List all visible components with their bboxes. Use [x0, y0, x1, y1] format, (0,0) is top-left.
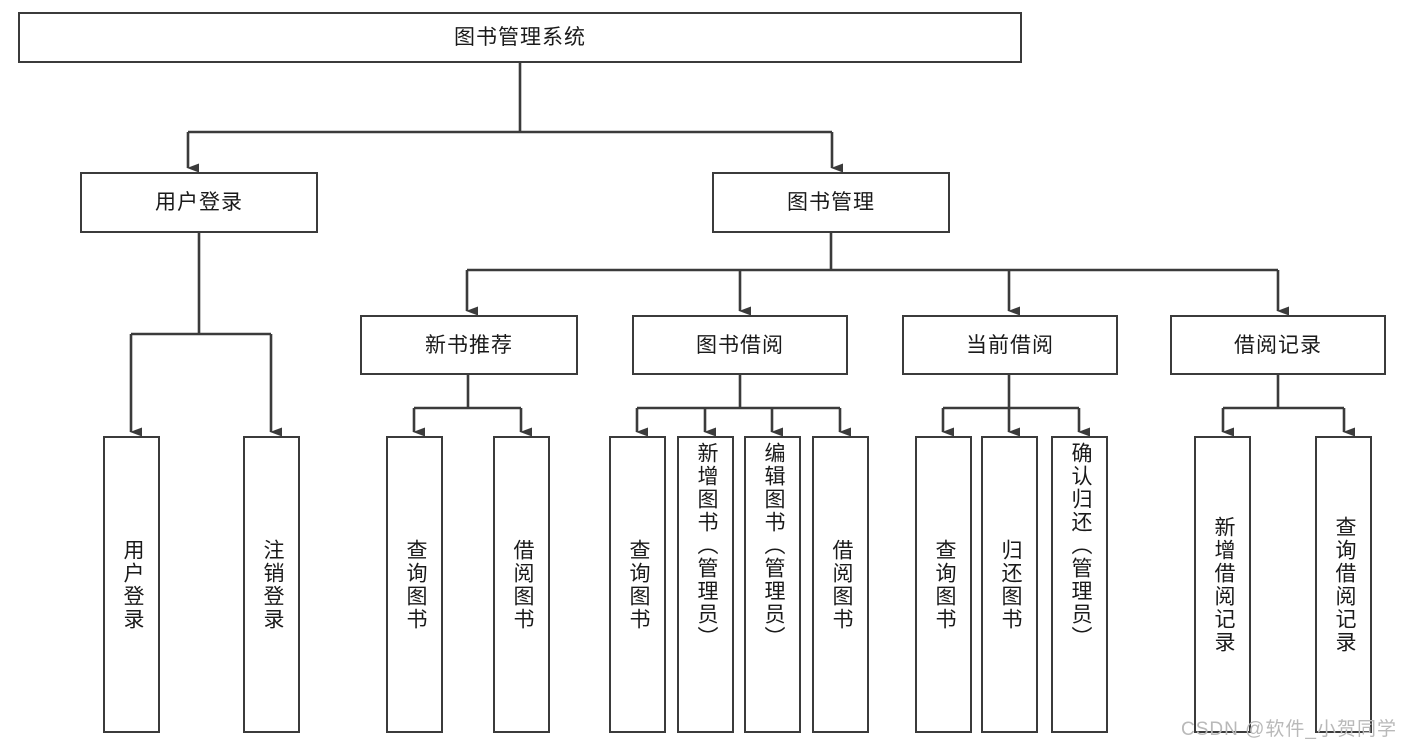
leaf-confirm-return-label: 确认归还（管理员） [1068, 442, 1092, 649]
node-current-borrow[interactable]: 当前借阅 [902, 315, 1118, 375]
leaf-query-book-1[interactable]: 查询图书 [386, 436, 443, 733]
leaf-user-logout[interactable]: 注销登录 [243, 436, 300, 733]
leaf-borrow-book-2[interactable]: 借阅图书 [812, 436, 869, 733]
leaf-user-login[interactable]: 用户登录 [103, 436, 160, 733]
node-book-management-label: 图书管理 [787, 191, 875, 214]
csdn-watermark: CSDN @软件_小贺同学 [1181, 719, 1397, 740]
node-user-login[interactable]: 用户登录 [80, 172, 318, 233]
node-current-borrow-label: 当前借阅 [966, 333, 1054, 357]
leaf-edit-book[interactable]: 编辑图书（管理员） [744, 436, 801, 733]
leaf-edit-book-label: 编辑图书（管理员） [761, 442, 785, 649]
leaf-confirm-return[interactable]: 确认归还（管理员） [1051, 436, 1108, 733]
leaf-borrow-book-1[interactable]: 借阅图书 [493, 436, 550, 733]
leaf-query-record-label: 查询借阅记录 [1332, 515, 1356, 654]
leaf-user-logout-label: 注销登录 [260, 538, 284, 631]
leaf-add-record[interactable]: 新增借阅记录 [1194, 436, 1251, 733]
node-book-borrow[interactable]: 图书借阅 [632, 315, 848, 375]
leaf-query-book-2[interactable]: 查询图书 [609, 436, 666, 733]
leaf-add-record-label: 新增借阅记录 [1211, 515, 1235, 654]
leaf-return-book-label: 归还图书 [998, 538, 1022, 631]
leaf-borrow-book-1-label: 借阅图书 [510, 538, 534, 631]
leaf-query-book-2-label: 查询图书 [626, 538, 650, 631]
node-book-borrow-label: 图书借阅 [696, 333, 784, 357]
leaf-add-book-label: 新增图书（管理员） [694, 442, 718, 649]
leaf-user-login-label: 用户登录 [120, 538, 144, 631]
node-root[interactable]: 图书管理系统 [18, 12, 1022, 63]
node-book-management[interactable]: 图书管理 [712, 172, 950, 233]
node-borrow-record[interactable]: 借阅记录 [1170, 315, 1386, 375]
node-borrow-record-label: 借阅记录 [1234, 333, 1322, 357]
leaf-borrow-book-2-label: 借阅图书 [829, 538, 853, 631]
leaf-return-book[interactable]: 归还图书 [981, 436, 1038, 733]
node-new-book-recommend-label: 新书推荐 [425, 333, 513, 357]
leaf-query-book-1-label: 查询图书 [403, 538, 427, 631]
leaf-query-book-3-label: 查询图书 [932, 538, 956, 631]
leaf-add-book[interactable]: 新增图书（管理员） [677, 436, 734, 733]
leaf-query-book-3[interactable]: 查询图书 [915, 436, 972, 733]
leaf-query-record[interactable]: 查询借阅记录 [1315, 436, 1372, 733]
node-user-login-label: 用户登录 [155, 191, 243, 214]
node-new-book-recommend[interactable]: 新书推荐 [360, 315, 578, 375]
node-root-label: 图书管理系统 [454, 26, 586, 49]
